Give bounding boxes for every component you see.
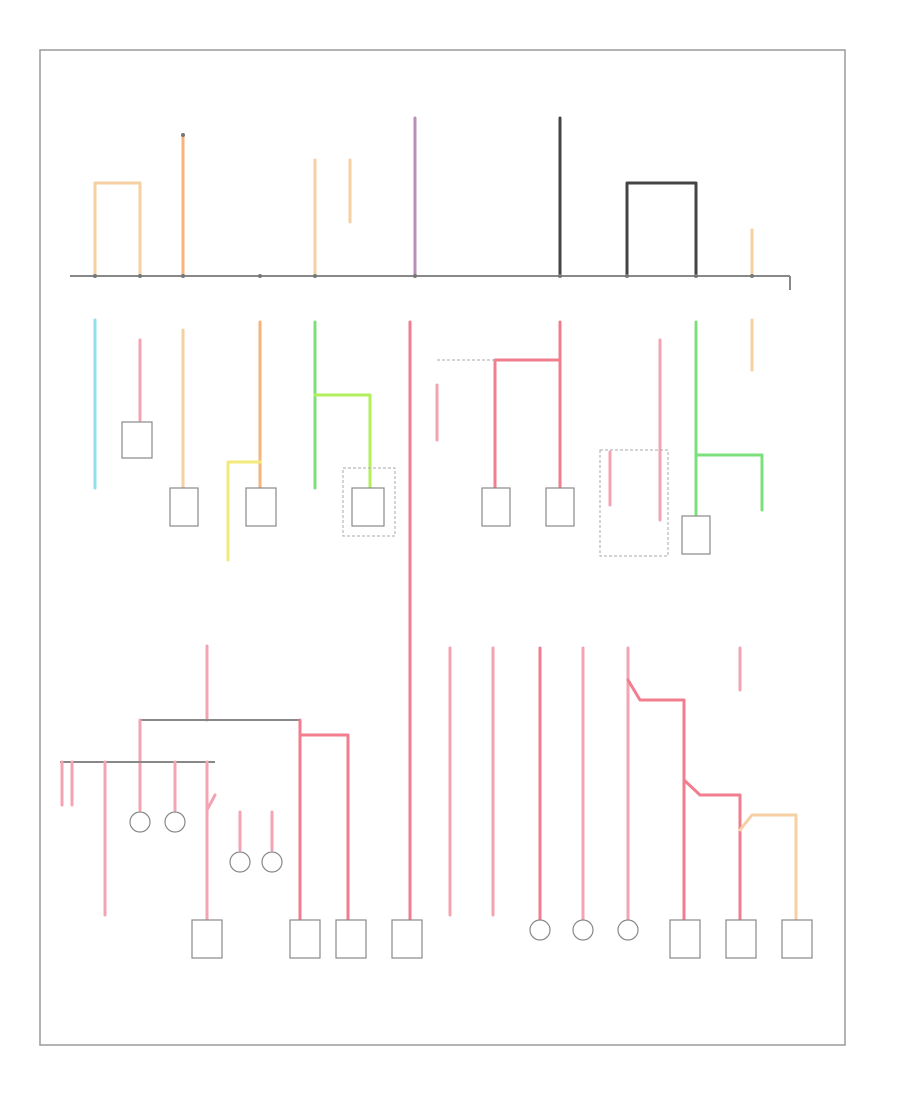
- bulb-5: [529, 919, 551, 941]
- component-box-l1: [191, 919, 223, 959]
- component-box-6: [545, 487, 575, 527]
- lower-drop-n: [738, 813, 798, 922]
- lower-drop-e: [205, 760, 217, 922]
- loop-black-right: [625, 181, 698, 278]
- bus-tap-2: [138, 274, 142, 278]
- bulb-6: [572, 919, 594, 941]
- bus-tap-9: [694, 274, 698, 278]
- component-group-4: [342, 467, 396, 537]
- bulb-2: [164, 811, 186, 833]
- lower-red-branch: [298, 718, 350, 922]
- bus-tap-3: [181, 274, 185, 278]
- component-box-l3: [335, 919, 367, 959]
- green-branch-9: [694, 453, 764, 512]
- component-box-3: [245, 487, 277, 527]
- bus-tap-10: [750, 274, 754, 278]
- component-box-l7: [781, 919, 813, 959]
- loop-peach-left: [93, 181, 142, 278]
- component-box-l2: [289, 919, 321, 959]
- component-box-9: [681, 515, 711, 555]
- component-box-l4: [391, 919, 423, 959]
- bus-tap-8: [625, 274, 629, 278]
- component-box-4: [351, 487, 385, 527]
- bus-tap-6: [413, 274, 417, 278]
- bulb-3: [229, 851, 251, 873]
- diagram-frame: [39, 49, 846, 1046]
- lime-branch: [313, 393, 372, 490]
- bus-tap-7: [558, 274, 562, 278]
- bulb-4: [261, 851, 283, 873]
- bus-tap-5: [313, 274, 317, 278]
- component-box-l5: [669, 919, 701, 959]
- red-branch-7: [493, 358, 562, 490]
- top-feed-terminal-1: [181, 133, 185, 137]
- component-box-l6: [725, 919, 757, 959]
- component-box-1: [121, 421, 153, 459]
- component-box-5: [481, 487, 511, 527]
- yellow-jumper: [226, 460, 262, 562]
- bulb-7: [617, 919, 639, 941]
- bus-tap-4: [258, 274, 262, 278]
- component-box-2: [169, 487, 199, 527]
- bus-tap-1: [93, 274, 97, 278]
- bulb-1: [129, 811, 151, 833]
- lower-drop-m: [682, 778, 742, 922]
- lower-drop-l: [626, 678, 686, 922]
- component-group-8: [599, 449, 669, 557]
